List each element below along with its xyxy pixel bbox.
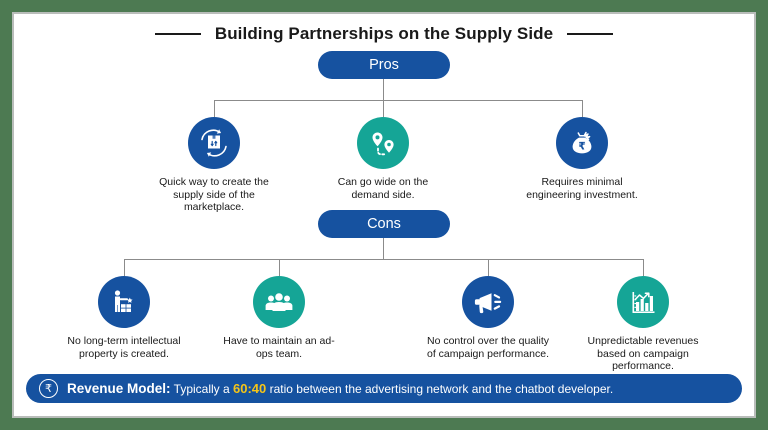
- node-cons-3-caption: No control over the quality of campaign …: [427, 335, 549, 360]
- node-pros-3: ₹ Requires minimal engineering investmen…: [517, 117, 647, 201]
- banner-text-before: Typically a: [170, 382, 234, 396]
- node-cons-4: Unpredictable revenues based on campaign…: [579, 276, 707, 373]
- person-building-blocks-icon: [98, 276, 150, 328]
- node-pros-2-caption: Can go wide on the demand side.: [337, 176, 429, 201]
- svg-text:₹: ₹: [578, 140, 585, 152]
- node-cons-2: Have to maintain an ad-ops team.: [219, 276, 339, 360]
- title-rule-left: [154, 33, 201, 35]
- connector-pros-stem: [383, 79, 384, 100]
- connector-pros-drop-2: [383, 100, 384, 117]
- title-rule-right: [567, 33, 614, 35]
- banner-text: Revenue Model: Typically a 60:40 ratio b…: [67, 381, 613, 396]
- node-pros-2: Can go wide on the demand side.: [323, 117, 443, 201]
- banner-text-after: ratio between the advertising network an…: [266, 382, 614, 396]
- infographic-canvas: Building Partnerships on the Supply Side…: [14, 14, 754, 416]
- supply-cycle-icon: [188, 117, 240, 169]
- revenue-model-banner: ₹ Revenue Model: Typically a 60:40 ratio…: [26, 374, 742, 403]
- pill-pros[interactable]: Pros: [318, 51, 450, 79]
- page-title: Building Partnerships on the Supply Side: [214, 24, 554, 43]
- map-pins-route-icon: [357, 117, 409, 169]
- connector-cons-drop-1: [124, 259, 125, 276]
- bar-chart-growth-icon: [617, 276, 669, 328]
- node-pros-1-caption: Quick way to create the supply side of t…: [159, 176, 269, 214]
- rupee-glyph: ₹: [45, 383, 52, 395]
- connector-cons-bar: [124, 259, 643, 260]
- pill-cons-label: Cons: [367, 216, 401, 232]
- connector-cons-drop-3: [488, 259, 489, 276]
- node-cons-3: No control over the quality of campaign …: [426, 276, 550, 360]
- rupee-circle-icon: ₹: [39, 379, 58, 398]
- megaphone-icon: [462, 276, 514, 328]
- connector-pros-drop-3: [582, 100, 583, 117]
- connector-cons-drop-2: [279, 259, 280, 276]
- pill-pros-label: Pros: [369, 57, 399, 73]
- banner-lead: Revenue Model:: [67, 381, 171, 396]
- connector-cons-drop-4: [643, 259, 644, 276]
- connector-pros-bar: [214, 100, 583, 101]
- money-bag-rupee-icon: ₹: [556, 117, 608, 169]
- title-row: Building Partnerships on the Supply Side: [14, 24, 754, 44]
- node-cons-1-caption: No long-term intellectual property is cr…: [67, 335, 181, 360]
- node-pros-1: Quick way to create the supply side of t…: [149, 117, 279, 214]
- node-cons-1: No long-term intellectual property is cr…: [59, 276, 189, 360]
- node-pros-3-caption: Requires minimal engineering investment.: [526, 176, 638, 201]
- pill-cons[interactable]: Cons: [318, 210, 450, 238]
- connector-pros-drop-1: [214, 100, 215, 117]
- banner-ratio: 60:40: [233, 381, 267, 396]
- connector-cons-stem: [383, 238, 384, 259]
- team-group-icon: [253, 276, 305, 328]
- node-cons-4-caption: Unpredictable revenues based on campaign…: [587, 335, 699, 373]
- node-cons-2-caption: Have to maintain an ad-ops team.: [223, 335, 335, 360]
